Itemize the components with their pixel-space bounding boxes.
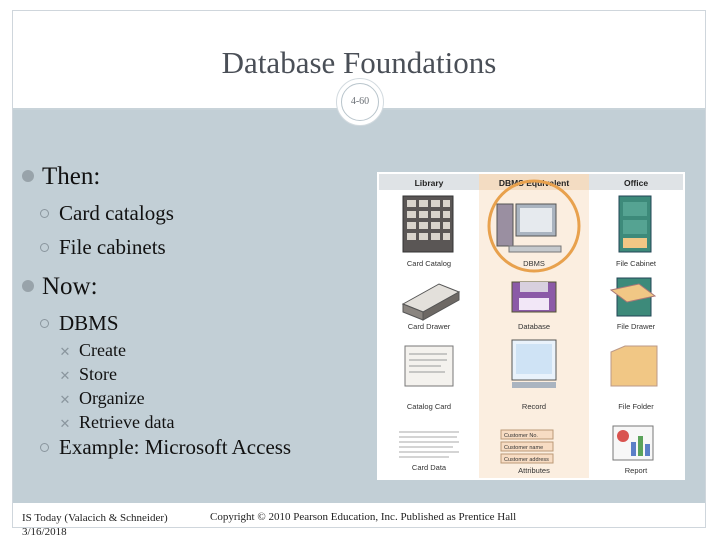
x-bullet-icon: ✕ <box>59 393 71 408</box>
circle-bullet-icon <box>40 318 49 328</box>
list-item-label: Store <box>79 364 117 384</box>
bullet-dot-icon <box>22 170 34 183</box>
list-item-label: Card catalogs <box>59 201 174 225</box>
bullet-then: Then: <box>22 163 100 191</box>
file-cabinet-icon <box>618 195 652 253</box>
page-number-badge: 4-60 <box>336 78 384 126</box>
list-item: ✕ Store <box>58 364 117 385</box>
footer-source: IS Today (Valacich & Schneider) 3/16/201… <box>22 511 168 539</box>
list-item-label: Retrieve data <box>79 412 175 432</box>
footer-band <box>13 503 705 527</box>
figure-header-library: Library <box>415 178 444 188</box>
figure-label: DBMS <box>523 259 545 268</box>
circle-bullet-icon <box>40 208 49 218</box>
figure-label: File Drawer <box>617 322 656 331</box>
figure-label: Card Catalog <box>407 259 451 268</box>
computer-icon <box>496 203 562 253</box>
report-icon <box>612 425 654 461</box>
list-item: ✕ Retrieve data <box>58 412 175 433</box>
bullet-now-label: Now: <box>42 273 98 300</box>
footer-copyright: Copyright © 2010 Pearson Education, Inc.… <box>210 511 517 523</box>
list-item: Example: Microsoft Access <box>40 435 291 460</box>
file-drawer-icon <box>609 277 657 317</box>
figure-label: Attributes <box>518 466 550 475</box>
footer-date: 3/16/2018 <box>22 526 67 538</box>
list-item: Card catalogs <box>40 201 174 226</box>
bullet-then-label: Then: <box>42 163 101 190</box>
page-number: 4-60 <box>341 83 379 121</box>
card-catalog-icon <box>402 195 454 253</box>
highlight-ring <box>487 179 581 273</box>
figure-header-office: Office <box>624 178 648 188</box>
slide-title: Database Foundations <box>221 45 497 80</box>
card-data-icon <box>399 431 459 458</box>
figure-label: File Cabinet <box>616 259 657 268</box>
file-folder-icon <box>610 345 658 387</box>
card-drawer-icon <box>401 283 461 321</box>
figure-label: File Folder <box>618 402 654 411</box>
circle-bullet-icon <box>40 442 49 452</box>
list-item-label: Example: Microsoft Access <box>59 435 292 459</box>
list-item-label: Organize <box>79 388 145 408</box>
list-item: ✕ Create <box>58 340 126 361</box>
circle-bullet-icon <box>40 242 49 252</box>
bullet-dot-icon <box>22 280 34 293</box>
bullet-now: Now: <box>22 273 98 301</box>
record-icon <box>511 339 557 388</box>
figure-label: Catalog Card <box>407 402 451 411</box>
list-item-label: File cabinets <box>59 235 166 259</box>
x-bullet-icon: ✕ <box>59 345 71 360</box>
database-disk-icon <box>511 281 557 313</box>
list-item-label: DBMS <box>59 311 119 335</box>
figure-label: Database <box>518 322 550 331</box>
x-bullet-icon: ✕ <box>59 417 71 432</box>
figure-svg: Library DBMS Equivalent Office Card Cata… <box>379 174 683 478</box>
dbms-comparison-figure: Library DBMS Equivalent Office Card Cata… <box>377 172 685 480</box>
catalog-card-icon <box>404 345 454 387</box>
figure-label: Card Data <box>412 463 447 472</box>
list-item-label: Create <box>79 340 126 360</box>
attribute-field: Customer address <box>504 457 549 463</box>
x-bullet-icon: ✕ <box>59 369 71 384</box>
figure-label: Record <box>522 402 546 411</box>
slide-frame <box>12 10 706 528</box>
list-item: DBMS <box>40 311 119 336</box>
figure-label: Card Drawer <box>408 322 451 331</box>
list-item: ✕ Organize <box>58 388 145 409</box>
figure-label: Report <box>625 466 648 475</box>
list-item: File cabinets <box>40 235 166 260</box>
figure-header-dbms: DBMS Equivalent <box>499 178 570 188</box>
attribute-field: Customer name <box>504 445 543 451</box>
attribute-field: Customer No. <box>504 433 538 439</box>
attributes-fields: Customer No. Customer name Customer addr… <box>500 429 554 464</box>
footer-source-line1: IS Today (Valacich & Schneider) <box>22 512 168 524</box>
